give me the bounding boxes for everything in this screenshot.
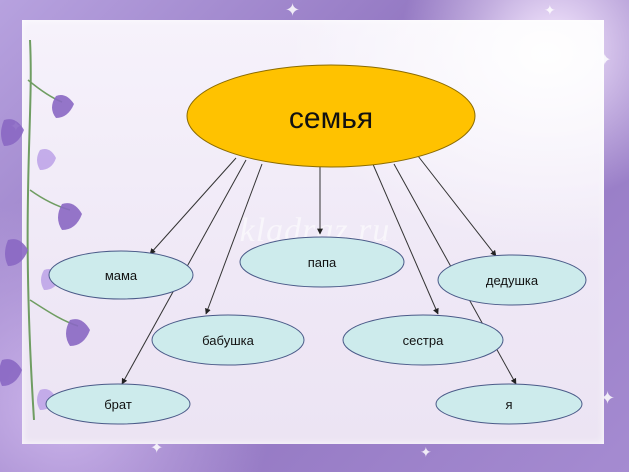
- node-label: я: [505, 397, 512, 412]
- root-node: семья: [186, 64, 476, 168]
- bellflower-decoration: [0, 40, 90, 420]
- root-ellipse: [186, 64, 476, 168]
- node-label: мама: [105, 268, 138, 283]
- node-sestra: сестра: [342, 314, 504, 366]
- arrow-to-dedushka: [417, 155, 497, 257]
- node-label: брат: [104, 397, 132, 412]
- node-label: бабушка: [202, 333, 254, 348]
- sparkle-icon: ✦: [544, 3, 556, 19]
- arrow-to-sestra: [371, 161, 439, 315]
- node-label: сестра: [403, 333, 444, 348]
- root-label: семья: [289, 102, 373, 135]
- node-papa: папа: [239, 236, 405, 288]
- sparkle-icon: ✦: [285, 0, 301, 21]
- node-dedushka: дедушка: [437, 254, 587, 306]
- node-label: дедушка: [486, 273, 539, 288]
- node-brat: брат: [45, 383, 191, 425]
- sparkle-icon: ✦: [420, 445, 432, 461]
- arrow-to-babushka: [205, 163, 263, 315]
- node-ya: я: [435, 383, 583, 425]
- node-label: папа: [308, 255, 337, 270]
- arrow-to-mama: [149, 157, 237, 255]
- node-babushka: бабушка: [151, 314, 305, 366]
- node-mama: мама: [48, 250, 194, 300]
